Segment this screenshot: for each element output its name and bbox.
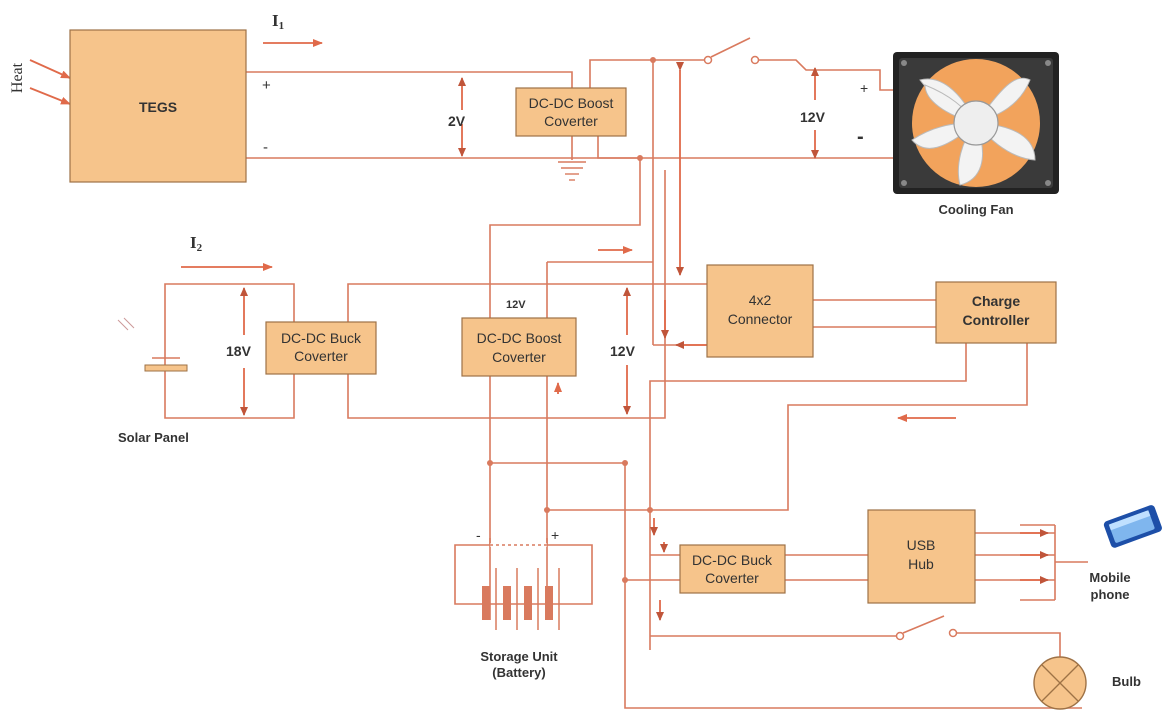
mobile-phone-label-2: phone xyxy=(1091,587,1130,602)
cooling-fan-label: Cooling Fan xyxy=(938,202,1013,217)
current-arrows xyxy=(181,39,1049,621)
bulb-label: Bulb xyxy=(1112,674,1141,689)
tegs-label: TEGS xyxy=(139,99,177,115)
dc-dc-buck-converter-bottom: DC-DC Buck Coverter xyxy=(679,544,786,594)
charge-controller-block: Charge Controller xyxy=(935,281,1057,344)
svg-text:Coverter: Coverter xyxy=(705,570,759,586)
switch-icon-top xyxy=(703,37,760,65)
storage-unit-label-1: Storage Unit xyxy=(480,649,558,664)
svg-text:DC-DC Boost: DC-DC Boost xyxy=(477,330,562,346)
bulb-icon xyxy=(1033,656,1087,710)
heat-label: Heat xyxy=(9,62,26,93)
cooling-fan-icon xyxy=(893,52,1059,194)
svg-text:Hub: Hub xyxy=(908,556,934,572)
switch-icon-bottom xyxy=(895,615,958,641)
fan-plus: + xyxy=(860,80,868,96)
mobile-phone-icon xyxy=(1103,505,1162,548)
solar-panel-label: Solar Panel xyxy=(118,430,189,445)
ground-icon xyxy=(558,161,586,181)
battery-plus: + xyxy=(551,527,559,543)
svg-text:Coverter: Coverter xyxy=(544,113,598,129)
connector-4x2-block: 4x2 Connector xyxy=(706,264,814,358)
svg-text:USB: USB xyxy=(907,537,936,553)
solar-cell-icon xyxy=(117,317,188,372)
battery-icon xyxy=(482,543,560,630)
tegs-block: TEGS xyxy=(69,29,247,183)
svg-text:4x2: 4x2 xyxy=(749,292,772,308)
junction-nodes xyxy=(487,57,656,583)
svg-text:Charge: Charge xyxy=(972,293,1020,309)
svg-text:DC-DC Buck: DC-DC Buck xyxy=(281,330,362,346)
current-i2: I2 xyxy=(190,233,203,254)
voltage-boost-small: 12V xyxy=(506,299,526,311)
svg-text:DC-DC Buck: DC-DC Buck xyxy=(692,552,773,568)
tegs-minus: - xyxy=(263,139,268,156)
storage-unit-label-2: (Battery) xyxy=(492,665,545,680)
voltage-fan: 12V xyxy=(800,109,826,125)
voltage-tegs: 2V xyxy=(448,113,466,129)
dc-dc-boost-converter-mid: DC-DC Boost Coverter xyxy=(461,317,577,377)
usb-hub-block: USB Hub xyxy=(867,509,976,604)
voltage-mid: 12V xyxy=(610,343,636,359)
svg-text:DC-DC Boost: DC-DC Boost xyxy=(529,95,614,111)
svg-text:Controller: Controller xyxy=(963,312,1030,328)
battery-minus: - xyxy=(476,527,481,543)
voltage-solar: 18V xyxy=(226,343,252,359)
fan-minus: - xyxy=(857,126,864,148)
current-i1: I1 xyxy=(272,11,284,32)
mobile-phone-label-1: Mobile xyxy=(1089,570,1130,585)
heat-arrows-icon xyxy=(29,59,71,105)
dc-dc-boost-converter-top: DC-DC Boost Coverter xyxy=(515,87,627,137)
svg-text:Coverter: Coverter xyxy=(294,348,348,364)
wiring xyxy=(164,59,1088,709)
svg-text:Connector: Connector xyxy=(728,311,793,327)
svg-text:Coverter: Coverter xyxy=(492,349,546,365)
dc-dc-buck-converter-left: DC-DC Buck Coverter xyxy=(265,321,377,375)
tegs-plus: + xyxy=(262,77,271,94)
